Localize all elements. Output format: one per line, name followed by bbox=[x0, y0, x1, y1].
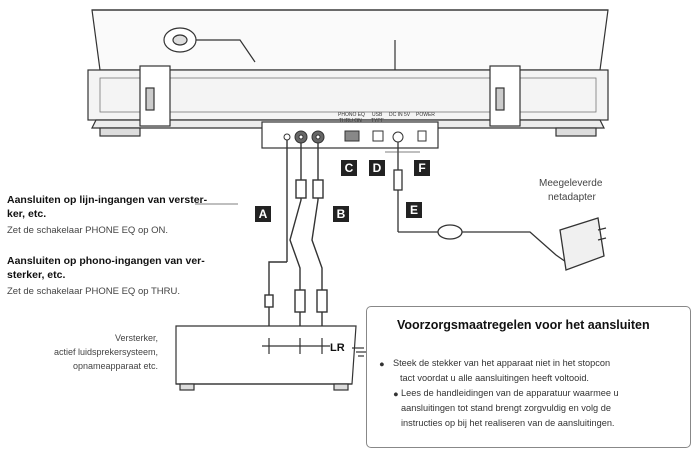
power-label: POWER bbox=[416, 112, 435, 118]
phono-eq-states-label: THRU ON bbox=[339, 118, 362, 124]
amplifier-label-2: actief luidsprekersysteem, bbox=[53, 347, 158, 357]
precautions-title: Voorzorgsmaatregelen voor het aansluiten bbox=[397, 318, 650, 332]
badge-f: F bbox=[414, 160, 430, 176]
precaution-line-4: aansluitingen tot stand brengt zorgvuldi… bbox=[401, 403, 611, 413]
amplifier bbox=[175, 325, 366, 391]
adapter-label-2: netadapter bbox=[548, 192, 596, 203]
phono-eq-label: PHONO EQ bbox=[338, 112, 365, 118]
amplifier-label-1: Versterker, bbox=[114, 333, 158, 343]
turntable bbox=[87, 9, 609, 149]
usb-type-label: TYPE bbox=[371, 118, 385, 124]
badge-c: C bbox=[341, 160, 357, 176]
line-input-heading-1: Aansluiten op lijn-ingangen van verster- bbox=[7, 194, 208, 206]
line-input-heading-2: ker, etc. bbox=[7, 208, 47, 220]
phono-input-heading-1: Aansluiten op phono-ingangen van ver- bbox=[7, 255, 205, 267]
badge-a: A bbox=[255, 206, 271, 222]
bullet-2: ● bbox=[393, 389, 399, 399]
precaution-line-3: Lees de handleidingen van de apparatuur … bbox=[401, 388, 619, 398]
line-input-instruction: Zet de schakelaar PHONE EQ op ON. bbox=[7, 225, 169, 236]
leader-lines bbox=[195, 151, 420, 205]
precaution-line-5: instructies op bij het realiseren van de… bbox=[401, 418, 615, 428]
rca-cable bbox=[264, 140, 328, 326]
precautions-box: Voorzorgsmaatregelen voor het aansluiten… bbox=[366, 306, 691, 448]
adapter-label-1: Meegeleverde bbox=[539, 178, 603, 189]
phono-input-instruction: Zet de schakelaar PHONE EQ op THRU. bbox=[7, 286, 180, 297]
rear-panel-ports bbox=[283, 130, 427, 144]
dc-in-label: DC IN 5V bbox=[389, 112, 411, 118]
amplifier-label-3: opnameapparaat etc. bbox=[72, 361, 158, 371]
usb-label: USB bbox=[372, 112, 383, 118]
bullet-1: ● bbox=[379, 359, 385, 369]
badge-e: E bbox=[406, 202, 422, 218]
badge-b: B bbox=[333, 206, 349, 222]
precaution-line-2: tact voordat u alle aansluitingen heeft … bbox=[400, 373, 589, 383]
phono-input-heading-2: sterker, etc. bbox=[7, 269, 66, 281]
precaution-line-1: Steek de stekker van het apparaat niet i… bbox=[393, 358, 611, 368]
lr-label: LR bbox=[330, 342, 345, 354]
adapter-cable bbox=[393, 142, 607, 271]
badge-d: D bbox=[369, 160, 385, 176]
